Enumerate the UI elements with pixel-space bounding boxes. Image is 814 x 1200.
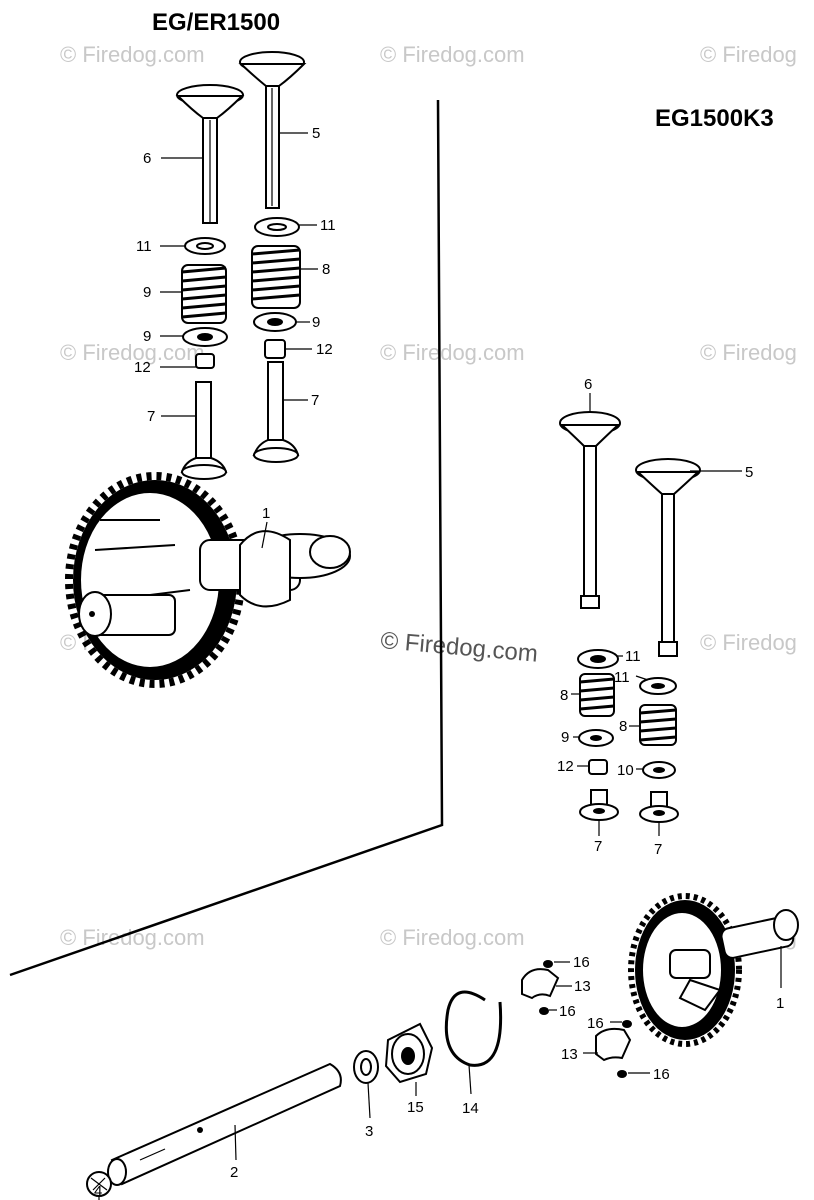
intake-valve <box>238 51 307 209</box>
callout-label: 9 <box>312 314 320 331</box>
callout-label: 8 <box>619 718 627 735</box>
governor-weight <box>595 1027 632 1062</box>
callout-label: 5 <box>312 125 320 142</box>
valve-lifter <box>252 361 300 463</box>
callout-label: 3 <box>365 1123 373 1140</box>
callout-label: 11 <box>320 217 336 234</box>
callout-label: 9 <box>143 284 151 301</box>
callout-label: 8 <box>560 687 568 704</box>
governor-pin <box>543 960 553 968</box>
watermark: © Firedog <box>700 340 797 365</box>
valve-spring-retainer <box>182 327 228 347</box>
valve-spring <box>639 704 677 746</box>
callout-label: 9 <box>143 328 151 345</box>
callout-label: 7 <box>311 392 319 409</box>
model-title-right: EG1500K3 <box>655 105 774 132</box>
callout-label: 2 <box>230 1164 238 1181</box>
valve-spring-washer-hole <box>196 242 214 250</box>
bottom-governor-assembly <box>86 893 799 1197</box>
callout-label: 12 <box>316 341 333 358</box>
watermark: © Firedog.com <box>380 925 525 950</box>
callout-label: 4 <box>94 1183 102 1200</box>
watermark: © Firedog.com <box>60 42 205 67</box>
callout-label: 16 <box>559 1003 576 1020</box>
callout-label: 7 <box>654 841 662 858</box>
governor-pin <box>622 1020 632 1028</box>
right-callouts: 6 5 11 11 8 8 9 12 10 7 7 <box>557 376 753 858</box>
governor-shaft <box>107 1062 342 1186</box>
exhaust-valve <box>175 84 245 224</box>
callout-label: 7 <box>147 408 155 425</box>
left-callouts: 6 5 11 11 9 8 9 9 12 12 7 7 1 <box>134 125 336 549</box>
camshaft-gear <box>65 472 351 688</box>
valve-lifter <box>639 791 679 823</box>
callout-label: 16 <box>573 954 590 971</box>
callout-label: 14 <box>462 1100 479 1117</box>
governor-snap-ring <box>444 990 503 1067</box>
valve-lifter <box>180 381 228 480</box>
watermarks: © Firedog.com © Firedog.com © Firedog © … <box>60 42 797 950</box>
left-valve-train <box>65 51 351 688</box>
callout-label: 6 <box>143 150 151 167</box>
callout-label: 16 <box>653 1066 670 1083</box>
tappet-cap <box>195 353 215 369</box>
callout-label: 13 <box>561 1046 578 1063</box>
intake-valve <box>635 458 701 657</box>
tappet-cap <box>588 759 608 775</box>
watermark: © Firedog.com <box>380 42 525 67</box>
watermark: © Firedog.com <box>380 340 525 365</box>
callout-label: 11 <box>614 669 630 686</box>
callout-label: 13 <box>574 978 591 995</box>
section-divider <box>9 99 444 977</box>
callout-label: 1 <box>262 505 270 522</box>
callout-label: 12 <box>134 359 151 376</box>
valve-spring <box>579 673 615 717</box>
callout-label: 10 <box>617 762 634 779</box>
valve-lifter <box>579 789 619 821</box>
watermark: © Firedog <box>700 42 797 67</box>
watermark: © Firedog.com <box>60 925 205 950</box>
bottom-callouts: 16 13 16 16 13 16 1 3 15 14 2 4 <box>94 946 784 1200</box>
watermark-center: © Firedog.com <box>379 627 538 668</box>
governor-pin <box>539 1007 549 1015</box>
callout-label: 12 <box>557 758 574 775</box>
valve-spring-retainer <box>642 761 676 779</box>
watermark: © Firedog.com <box>60 340 205 365</box>
callout-label: 6 <box>584 376 592 393</box>
callout-label: 1 <box>776 995 784 1012</box>
watermark: © Firedog <box>700 630 797 655</box>
thrust-washer <box>353 1050 379 1084</box>
tappet-cap <box>264 339 286 359</box>
callout-label: 11 <box>136 238 152 255</box>
right-valve-train <box>559 411 701 823</box>
callout-label: 8 <box>322 261 330 278</box>
valve-spring <box>181 264 227 324</box>
governor-weight <box>521 968 560 1000</box>
callout-label: 5 <box>745 464 753 481</box>
callout-label: 7 <box>594 838 602 855</box>
callout-label: 16 <box>587 1015 604 1032</box>
valve-spring-retainer <box>578 729 614 747</box>
camshaft-gear <box>628 893 799 1047</box>
valve-spring <box>251 245 301 309</box>
callout-label: 11 <box>625 648 641 665</box>
callout-label: 15 <box>407 1099 424 1116</box>
governor-sleeve <box>384 1022 434 1084</box>
model-title-left: EG/ER1500 <box>152 9 280 36</box>
valve-spring-retainer <box>253 312 297 332</box>
valve-spring-washer-hole <box>267 223 287 231</box>
callout-label: 9 <box>561 729 569 746</box>
exhaust-valve <box>559 411 621 609</box>
governor-pin <box>617 1070 627 1078</box>
